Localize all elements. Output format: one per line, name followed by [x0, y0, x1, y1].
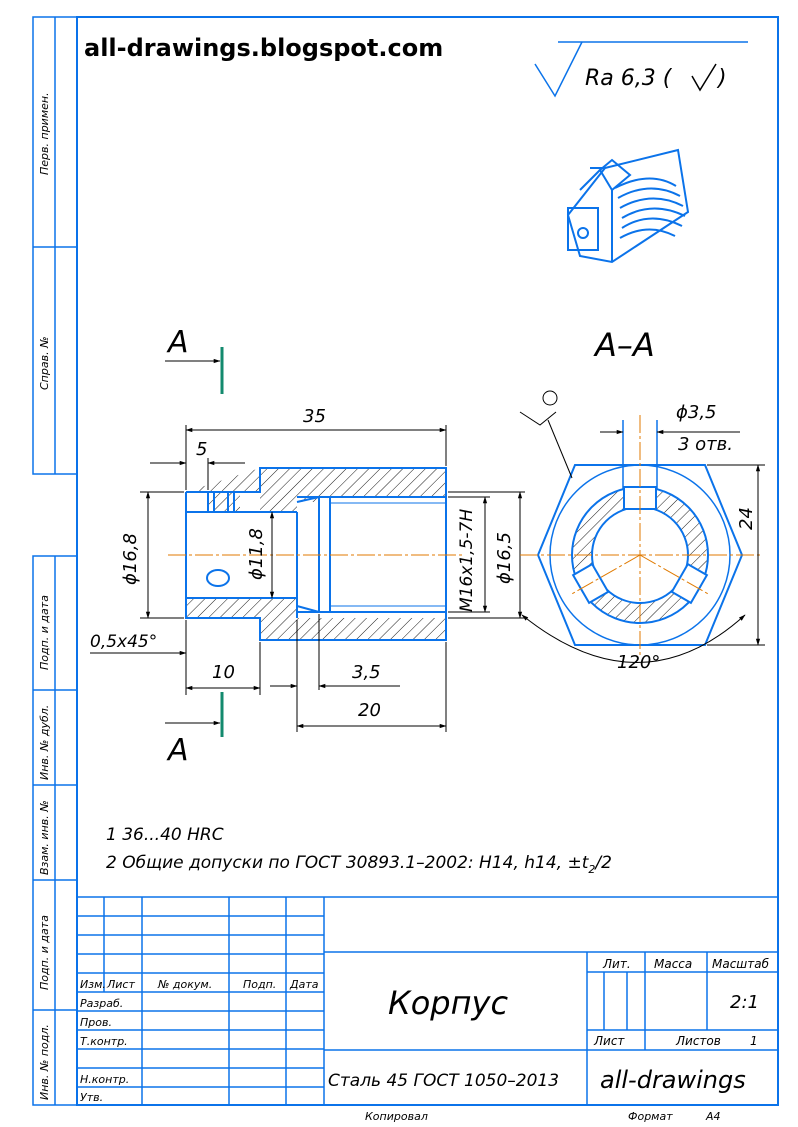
- tb-lit-label: Лит.: [602, 957, 631, 971]
- section-title: A–A: [593, 326, 655, 364]
- section-marker-bottom: A: [166, 733, 189, 768]
- tb-col-izm: Изм.: [80, 978, 106, 991]
- tb-copied-label: Копировал: [365, 1110, 428, 1123]
- tb-sheet-label: Лист: [593, 1034, 625, 1048]
- tb-role-razrab: Разраб.: [80, 997, 123, 1010]
- dim-hole-dia: ϕ3,5: [676, 402, 717, 423]
- dim-angle: 120°: [617, 652, 660, 673]
- sheet-frame: [32, 16, 779, 1106]
- tb-col-podp: Подп.: [243, 978, 276, 991]
- longitudinal-section: [168, 467, 462, 641]
- roughness-check-icon: [691, 63, 717, 92]
- tb-material: Сталь 45 ГОСТ 1050–2013: [328, 1071, 559, 1091]
- tb-scale-value: 2:1: [730, 992, 759, 1013]
- tb-role-nkontr: Н.контр.: [80, 1073, 129, 1086]
- side-label-sprav: Справ. №: [38, 336, 51, 390]
- roughness-close-paren: ): [716, 66, 727, 91]
- tb-format-label: Формат: [628, 1110, 673, 1123]
- dim-length-total: 35: [303, 406, 326, 427]
- tb-sheets-value: 1: [750, 1034, 758, 1048]
- dim-dia-thread: ϕ16,5: [494, 532, 515, 584]
- side-label-vzam-inv: Взам. инв. №: [38, 800, 51, 875]
- tb-part-name: Корпус: [388, 984, 508, 1022]
- dim-groove-offset: 5: [196, 439, 207, 460]
- dim-thread: M16x1,5-7H: [457, 509, 477, 612]
- dim-hole-count: 3 отв.: [678, 434, 733, 455]
- tb-col-list: Лист: [106, 978, 135, 991]
- section-marker-top: A: [166, 325, 189, 360]
- dim-chamfer: 0,5x45°: [90, 632, 157, 652]
- dim-across-flats: 24: [736, 507, 757, 530]
- tb-col-data: Дата: [289, 978, 319, 991]
- tb-col-dokum: № докум.: [157, 978, 212, 991]
- watermark-site: all-drawings.blogspot.com: [80, 34, 448, 62]
- tb-format-value: А4: [705, 1110, 721, 1123]
- cross-section-dimensions: [519, 390, 765, 663]
- tb-role-tkontr: Т.контр.: [80, 1035, 128, 1048]
- dim-dia-bore: ϕ11,8: [246, 528, 267, 580]
- dim-len-3-5: 3,5: [352, 662, 381, 683]
- tb-scale-label: Масштаб: [712, 957, 770, 971]
- longitudinal-dimensions: [90, 425, 525, 732]
- roughness-text: Ra 6,3 (: [585, 66, 673, 91]
- side-label-perv-primen: Перв. примен.: [38, 92, 51, 175]
- tb-role-prov: Пров.: [80, 1016, 112, 1029]
- tb-role-utv: Утв.: [80, 1091, 103, 1104]
- title-block-grid: [77, 896, 778, 1105]
- cross-section-view: [520, 415, 762, 655]
- dim-len-10: 10: [212, 662, 235, 683]
- side-label-inv-podl: Инв. № подл.: [38, 1024, 51, 1100]
- tb-sheets-label: Листов: [675, 1034, 721, 1048]
- note-1: 1 36...40 HRC: [106, 825, 224, 845]
- dim-dia-outer: ϕ16,8: [120, 533, 141, 585]
- side-label-inv-dubl: Инв. № дубл.: [38, 705, 51, 780]
- side-label-podp-data-1: Подп. и дата: [38, 595, 51, 670]
- isometric-part-icon: [566, 148, 690, 264]
- note-2: 2 Общие допуски по ГОСТ 30893.1–2002: H1…: [106, 853, 612, 876]
- dim-len-20: 20: [358, 700, 381, 721]
- tb-mass-label: Масса: [654, 957, 692, 971]
- tb-company: all-drawings: [600, 1066, 746, 1094]
- side-label-podp-data-2: Подп. и дата: [38, 915, 51, 990]
